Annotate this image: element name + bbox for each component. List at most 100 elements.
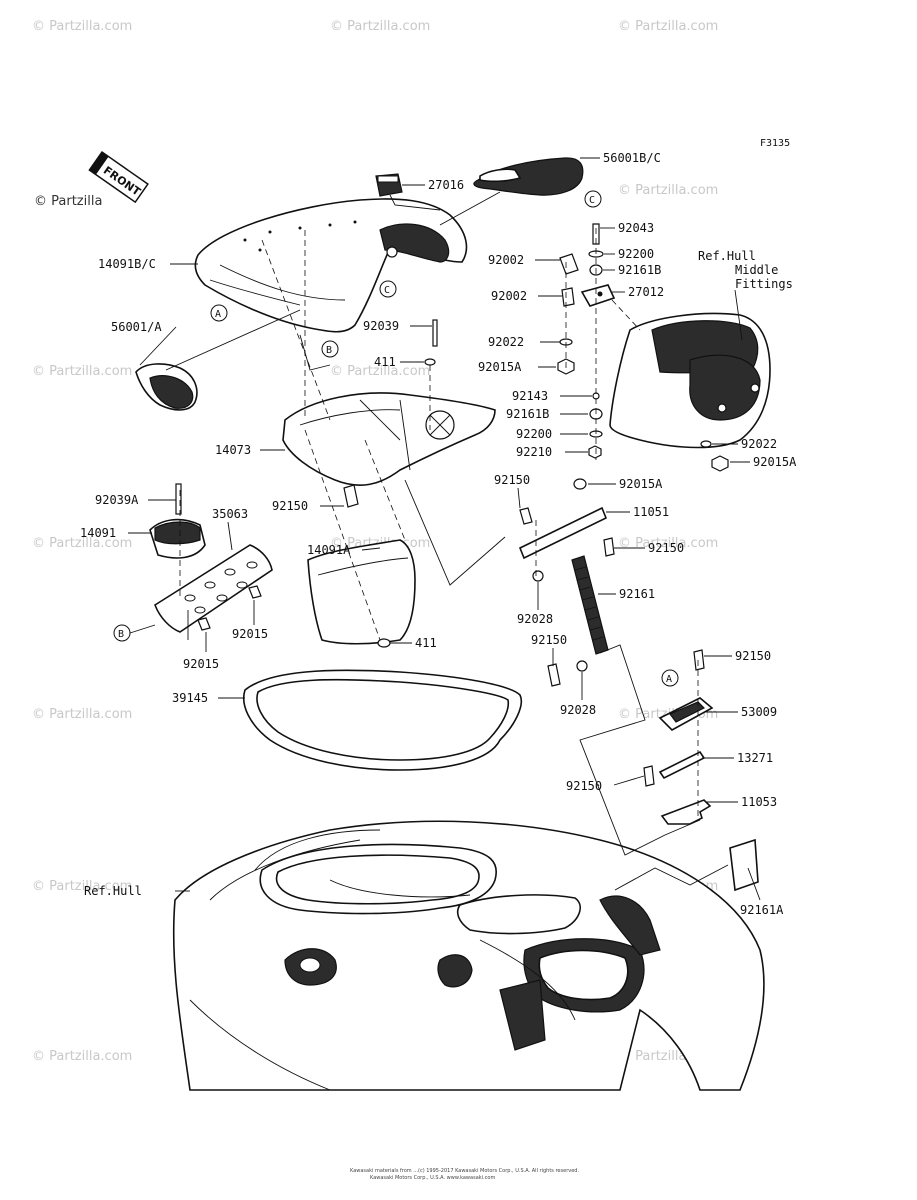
bushing-icon <box>576 660 588 672</box>
label-411: 411 <box>415 636 437 650</box>
footer-copyright: Kawasaki Motors Corp., U.S.A. www.kawasa… <box>370 1175 495 1181</box>
label-92043: 92043 <box>618 221 654 235</box>
callout-B-bracket: B <box>113 624 131 642</box>
cap-27016 <box>375 173 403 197</box>
watermark: © Partzilla.com <box>618 19 718 34</box>
label-92002: 92002 <box>488 253 524 267</box>
label-92028: 92028 <box>560 703 596 717</box>
label-92150: 92150 <box>531 633 567 647</box>
label-35063: 35063 <box>212 507 248 521</box>
decal-92161a <box>729 838 759 892</box>
callout-B-seat: B <box>321 340 339 358</box>
label-14091bc: 14091B/C <box>98 257 156 271</box>
label-56001bc: 56001B/C <box>603 151 661 165</box>
label-92200: 92200 <box>516 427 552 441</box>
bracket-35063 <box>154 544 273 633</box>
label-92022: 92022 <box>741 437 777 451</box>
bolt-icon <box>603 537 615 557</box>
label-39145: 39145 <box>172 691 208 705</box>
label-14091a: 14091A <box>307 543 351 557</box>
plate-11053 <box>660 799 712 825</box>
bracket-11051 <box>518 506 608 560</box>
svg-text:C: C <box>589 195 595 206</box>
label-92161b: 92161B <box>506 407 549 421</box>
watermark: © Partzilla.com <box>32 879 132 894</box>
watermark: © Partzilla.com <box>618 536 718 551</box>
label-92150: 92150 <box>494 473 530 487</box>
bolt-icon <box>693 649 705 671</box>
part-labels: 56001B/C 27016 14091B/C 56001/A 92043 92… <box>80 151 797 917</box>
plate-13271 <box>658 750 706 780</box>
washer-icon <box>424 358 436 366</box>
pad-14091 <box>149 518 206 559</box>
label-53009: 53009 <box>741 705 777 719</box>
nut-icon <box>197 617 211 631</box>
label-92015a: 92015A <box>619 477 663 491</box>
grab-handle-56001bc <box>473 157 584 196</box>
watermark: © Partzilla.com <box>32 536 132 551</box>
watermark: © Partzilla.com <box>32 19 132 34</box>
label-ref-hull-middle: Middle <box>735 263 778 277</box>
bolt-icon <box>559 253 579 275</box>
label-92150: 92150 <box>735 649 771 663</box>
label-27016: 27016 <box>428 178 464 192</box>
watermark: © Partzilla.com <box>32 707 132 722</box>
label-14073: 14073 <box>215 443 251 457</box>
pin-92039a <box>175 483 182 515</box>
callout-C-bolt: C <box>584 190 602 208</box>
label-92150: 92150 <box>648 541 684 555</box>
figure-code: F3135 <box>760 138 790 149</box>
hull <box>172 820 765 1091</box>
label-11051: 11051 <box>633 505 669 519</box>
label-13271: 13271 <box>737 751 773 765</box>
label-92210: 92210 <box>516 445 552 459</box>
svg-text:A: A <box>215 309 221 320</box>
svg-text:C: C <box>384 285 390 296</box>
label-92002: 92002 <box>491 289 527 303</box>
footer-copyright: Kawasaki materials from ...(c) 1995-2017… <box>350 1168 579 1174</box>
label-92028: 92028 <box>517 612 553 626</box>
washer-icon <box>700 440 712 448</box>
bolt-icon <box>343 484 359 508</box>
latch-53009 <box>658 697 714 731</box>
svg-text:B: B <box>326 345 332 356</box>
label-92161a: 92161A <box>740 903 784 917</box>
label-92200: 92200 <box>618 247 654 261</box>
label-ref-hull-middle: Ref.Hull <box>698 249 756 263</box>
label-92039a: 92039A <box>95 493 139 507</box>
bolt-icon <box>519 507 533 525</box>
bolt-icon <box>547 663 561 687</box>
label-11053: 11053 <box>741 795 777 809</box>
label-92015: 92015 <box>232 627 268 641</box>
label-411: 411 <box>374 355 396 369</box>
label-14091: 14091 <box>80 526 116 540</box>
label-92150: 92150 <box>272 499 308 513</box>
callout-A-latch: A <box>661 669 679 687</box>
label-27012: 27012 <box>628 285 664 299</box>
leader-lines <box>128 157 761 901</box>
label-92015a: 92015A <box>478 360 522 374</box>
label-92143: 92143 <box>512 389 548 403</box>
label-ref-hull: Ref.Hull <box>84 884 142 898</box>
label-92150: 92150 <box>566 779 602 793</box>
watermark: © Partzilla.com <box>32 1049 132 1064</box>
hull-middle-fittings <box>609 312 771 449</box>
watermark: © Partzilla.com <box>330 19 430 34</box>
callout-A-seat: A <box>210 304 228 322</box>
label-92015a: 92015A <box>753 455 797 469</box>
bushing-icon <box>532 570 544 582</box>
watermark: © Partzilla.com <box>32 364 132 379</box>
watermark-main: © Partzilla <box>34 194 102 209</box>
label-ref-hull-middle: Fittings <box>735 277 793 291</box>
lower-seat-14091a <box>307 539 416 645</box>
svg-text:B: B <box>118 629 124 640</box>
gasket-39145 <box>243 669 522 771</box>
svg-text:A: A <box>666 674 672 685</box>
fitting-27012 <box>580 284 616 307</box>
watermark: © Partzilla.com <box>618 183 718 198</box>
nut-icon <box>248 585 262 599</box>
pin-icon <box>432 319 438 347</box>
label-56001a: 56001/A <box>111 320 162 334</box>
bolt-icon <box>561 287 575 307</box>
